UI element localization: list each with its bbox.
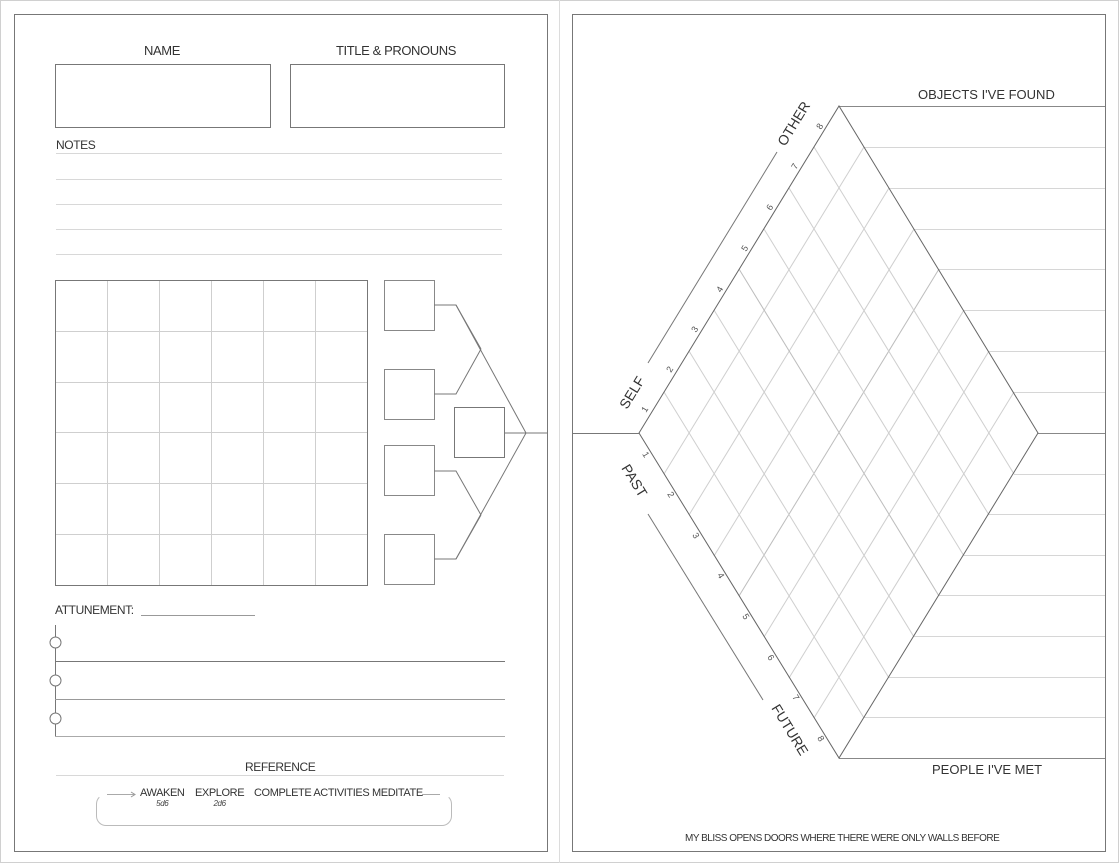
title-pronouns-label: TITLE & PRONOUNS xyxy=(336,43,457,58)
attunement-checkbox-1[interactable] xyxy=(49,636,62,649)
people-lines[interactable] xyxy=(839,474,1105,759)
svg-text:8: 8 xyxy=(814,122,825,132)
axis-label-other: OTHER xyxy=(774,98,813,148)
axis-label-past: PAST xyxy=(618,461,650,500)
reference-step-awaken: AWAKEN 5d6 xyxy=(140,787,185,808)
svg-text:4: 4 xyxy=(714,285,725,295)
attunement-checkbox-3[interactable] xyxy=(49,712,62,725)
footer-quote: MY BLISS OPENS DOORS WHERE THERE WERE ON… xyxy=(685,833,1000,844)
diamond-grid[interactable] xyxy=(663,146,1015,719)
awaken-dice: 5d6 xyxy=(156,799,169,808)
reference-arrow xyxy=(107,791,440,798)
svg-text:5: 5 xyxy=(739,244,750,254)
svg-text:5: 5 xyxy=(740,612,751,622)
reference-cycle-loop xyxy=(96,794,452,826)
explore-dice: 2d6 xyxy=(213,799,227,808)
svg-text:6: 6 xyxy=(765,653,776,663)
past-future-axis-line xyxy=(647,513,764,701)
svg-text:7: 7 xyxy=(789,162,800,172)
objects-lines[interactable] xyxy=(839,106,1105,434)
objects-found-label: OBJECTS I'VE FOUND xyxy=(918,87,1055,102)
svg-text:1: 1 xyxy=(639,405,650,415)
name-label: NAME xyxy=(144,43,180,58)
past-future-ticks: 1 2 3 4 5 6 7 8 xyxy=(640,450,826,744)
title-pronouns-field[interactable] xyxy=(290,64,505,128)
notes-line[interactable] xyxy=(56,229,502,230)
self-other-axis-line xyxy=(647,151,778,364)
diamond-outline xyxy=(638,105,1039,759)
notes-label: NOTES xyxy=(56,138,96,152)
svg-text:2: 2 xyxy=(665,490,676,500)
page-divider xyxy=(559,0,560,863)
attunement-field[interactable] xyxy=(141,615,255,616)
svg-text:4: 4 xyxy=(715,571,726,581)
reference-step-explore: EXPLORE 2d6 xyxy=(195,787,245,808)
notes-line[interactable] xyxy=(56,254,502,255)
attunement-checkbox-2[interactable] xyxy=(49,674,62,687)
reference-step-complete-activities: COMPLETE ACTIVITIES xyxy=(254,787,370,799)
axis-label-future: FUTURE xyxy=(768,701,811,758)
notes-line[interactable] xyxy=(56,153,502,154)
svg-text:7: 7 xyxy=(790,693,801,703)
tree-leaf-box-3[interactable] xyxy=(384,445,435,496)
notes-line[interactable] xyxy=(56,179,502,180)
tree-diagram xyxy=(384,280,547,585)
svg-text:8: 8 xyxy=(815,734,826,744)
tree-root-box[interactable] xyxy=(454,407,505,458)
reference-rule xyxy=(56,775,504,776)
reference-label: REFERENCE xyxy=(245,760,316,774)
self-other-ticks: 1 2 3 4 5 6 7 8 xyxy=(639,122,825,415)
people-met-label: PEOPLE I'VE MET xyxy=(932,762,1043,777)
name-field[interactable] xyxy=(55,64,271,128)
svg-text:3: 3 xyxy=(690,531,701,541)
svg-text:1: 1 xyxy=(640,450,651,460)
attunement-rows xyxy=(49,625,505,737)
square-grid[interactable] xyxy=(55,280,368,586)
tree-leaf-box-2[interactable] xyxy=(384,369,435,420)
left-diagrams xyxy=(55,280,547,586)
attunement-label: ATTUNEMENT: xyxy=(55,603,134,617)
notes-line[interactable] xyxy=(56,204,502,205)
svg-text:2: 2 xyxy=(664,365,675,375)
tree-leaf-box-1[interactable] xyxy=(384,280,435,331)
reference-step-meditate: MEDITATE xyxy=(372,787,423,799)
svg-text:3: 3 xyxy=(689,325,700,335)
svg-text:6: 6 xyxy=(764,203,775,213)
